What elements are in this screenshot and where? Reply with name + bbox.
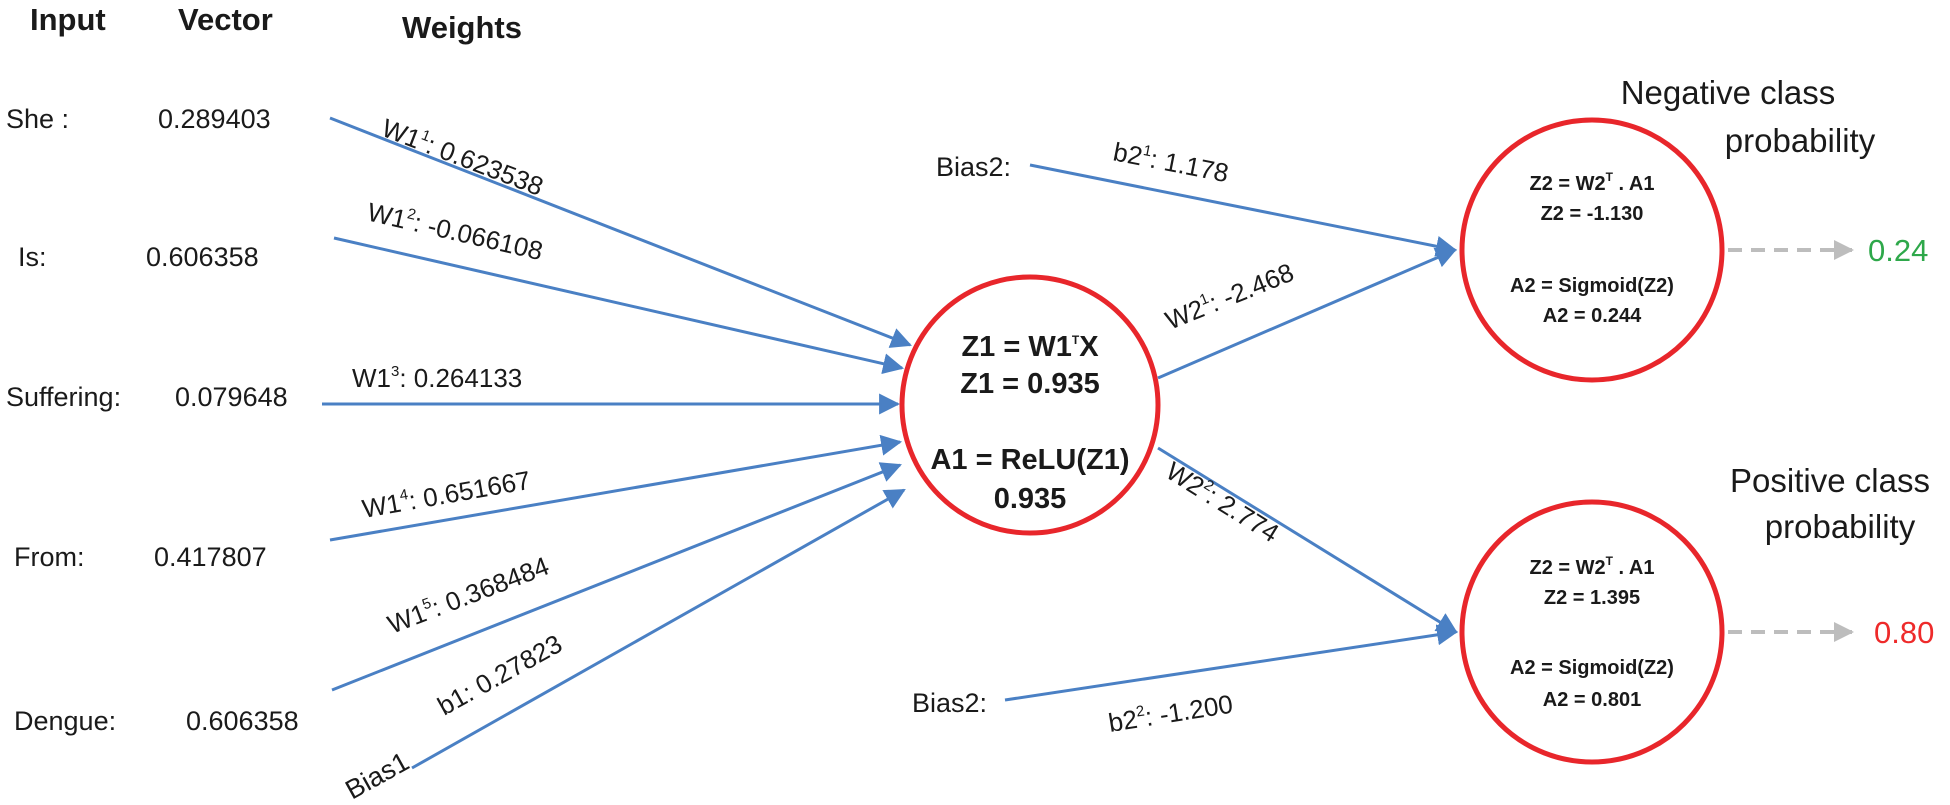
neg-class-label-line1: Negative class <box>1621 74 1836 111</box>
edge-bias1-hidden <box>411 488 906 770</box>
pos-a2-value: A2 = 0.801 <box>1543 689 1641 711</box>
output-node-positive: Z2 = W2T . A1 Z2 = 1.395 A2 = Sigmoid(Z2… <box>1459 499 1725 765</box>
input-token-suffering: Suffering: <box>6 382 121 412</box>
edge-bias2-pos <box>1004 624 1459 702</box>
neg-z2-formula: Z2 = W2T . A1 <box>1530 170 1655 195</box>
output-node-positive-circle <box>1459 499 1725 765</box>
weight-label-w2-1: W21: -2.468 <box>1161 257 1298 336</box>
neg-prob-value: 0.24 <box>1868 233 1928 268</box>
input-token-is: Is: <box>18 242 47 272</box>
weight-label-b2-1: b21: 1.178 <box>1111 136 1231 188</box>
input-token-from: From: <box>14 542 85 572</box>
weight-label-w1-5: W15: 0.368484 <box>383 551 553 640</box>
hidden-node-circle <box>899 274 1161 536</box>
input-token-she: She : <box>6 104 69 134</box>
weight-label-w2-2: W22: 2.774 <box>1161 456 1284 549</box>
output-node-negative-circle <box>1459 117 1725 383</box>
input-value-she: 0.289403 <box>158 104 271 134</box>
bias1-node-label: Bias1 <box>340 746 414 805</box>
edge-she-hidden <box>329 116 912 348</box>
header-vector: Vector <box>178 2 273 37</box>
neg-class-label-line2: probability <box>1725 122 1876 159</box>
pos-class-label-line1: Positive class <box>1730 462 1930 499</box>
hidden-node: Z1 = W1TX Z1 = 0.935 A1 = ReLU(Z1) 0.935 <box>899 274 1161 536</box>
weight-label-w1-1: W11: 0.623538 <box>378 113 548 202</box>
input-value-suffering: 0.079648 <box>175 382 288 412</box>
hidden-a1-formula: A1 = ReLU(Z1) <box>930 444 1129 476</box>
edge-hidden-neg <box>1157 247 1457 380</box>
input-token-dengue: Dengue: <box>14 706 116 736</box>
pos-a2-formula: A2 = Sigmoid(Z2) <box>1510 657 1674 679</box>
weight-label-w1-2: W12: -0.066108 <box>365 197 546 266</box>
pos-z2-formula: Z2 = W2T . A1 <box>1530 554 1655 579</box>
edge-from-hidden <box>329 434 903 542</box>
neg-a2-formula: A2 = Sigmoid(Z2) <box>1510 275 1674 297</box>
output-node-negative: Z2 = W2T . A1 Z2 = -1.130 A2 = Sigmoid(Z… <box>1459 117 1725 383</box>
bias2-top-label: Bias2: <box>936 152 1011 182</box>
edge-dengue-hidden <box>331 462 902 692</box>
weight-label-w1-3: W13: 0.264133 <box>352 363 522 393</box>
pos-class-label-line2: probability <box>1765 508 1916 545</box>
input-value-dengue: 0.606358 <box>186 706 299 736</box>
pos-z2-value: Z2 = 1.395 <box>1544 587 1640 609</box>
edge-hidden-pos <box>1157 446 1458 634</box>
bias2-bottom-label: Bias2: <box>912 688 987 718</box>
header-input: Input <box>30 2 106 37</box>
pos-prob-value: 0.80 <box>1874 615 1934 650</box>
header-weights: Weights <box>402 10 522 45</box>
hidden-a1-value: 0.935 <box>994 483 1067 515</box>
input-value-is: 0.606358 <box>146 242 259 272</box>
hidden-z1-value: Z1 = 0.935 <box>960 368 1099 400</box>
input-value-from: 0.417807 <box>154 542 267 572</box>
neg-a2-value: A2 = 0.244 <box>1543 305 1642 327</box>
neg-z2-value: Z2 = -1.130 <box>1541 203 1644 225</box>
weight-label-b2-2: b22: -1.200 <box>1106 689 1235 738</box>
weight-label-w1-4: W14: 0.651667 <box>360 465 533 524</box>
edge-bias2-neg <box>1029 163 1458 257</box>
edge-is-hidden <box>333 236 905 375</box>
hidden-z1-formula: Z1 = W1TX <box>961 331 1099 363</box>
